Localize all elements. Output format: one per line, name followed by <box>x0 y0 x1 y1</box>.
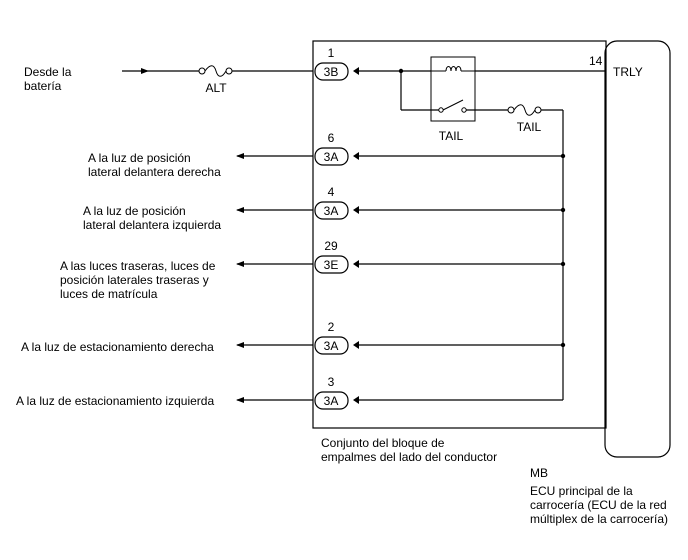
connector-code: 3A <box>324 204 339 218</box>
connector-3a <box>314 336 349 355</box>
junction-dot <box>560 261 566 267</box>
connector-pin: 4 <box>328 185 335 199</box>
output-row <box>236 147 566 166</box>
junction-dot <box>560 342 566 348</box>
output-label-line: A la luz de posición <box>88 151 191 165</box>
connector-3b <box>314 62 359 81</box>
connector-pin: 2 <box>328 320 335 334</box>
fuse-alt-label: ALT <box>205 81 227 95</box>
connector-pin: 1 <box>328 46 335 60</box>
fuse-alt-icon <box>198 65 233 77</box>
connector-code: 3A <box>324 394 339 408</box>
terminal-arrow-icon <box>353 341 359 349</box>
connector-code: 3A <box>324 339 339 353</box>
connector-3a <box>314 147 349 166</box>
terminal-arrow-icon <box>353 396 359 404</box>
connector-3a <box>314 201 349 220</box>
output-label-line: posición laterales traseras y <box>60 273 209 287</box>
relay-frame <box>430 56 476 122</box>
junction-block-label-line1: Conjunto del bloque de <box>321 436 445 450</box>
output-row <box>236 336 566 355</box>
connector-code: 3B <box>324 65 339 79</box>
output-label-line: lateral delantera izquierda <box>83 218 221 232</box>
connector-code: 3E <box>324 258 339 272</box>
connector-3e <box>314 255 349 274</box>
output-label-line: A la luz de posición <box>83 204 186 218</box>
output-row <box>236 391 563 410</box>
terminal-arrow-icon <box>353 206 359 214</box>
output-row <box>236 201 566 220</box>
junction-dot <box>560 153 566 159</box>
ecu-code: MB <box>530 466 548 480</box>
relay-switch-icon <box>438 99 467 113</box>
ecu-label-line1: ECU principal de la <box>530 484 633 498</box>
terminal-arrow-icon <box>353 67 359 75</box>
output-row <box>236 255 566 274</box>
source-label-line2: batería <box>24 79 62 93</box>
connector-pin: 3 <box>328 375 335 389</box>
output-label-line: luces de matrícula <box>60 287 158 301</box>
source-label-line1: Desde la <box>24 65 72 79</box>
connector-pin: 6 <box>328 131 335 145</box>
ecu-label-line2: carrocería (ECU de la red <box>530 498 667 512</box>
junction-block-label-line2: empalmes del lado del conductor <box>321 450 497 464</box>
output-label-line: A las luces traseras, luces de <box>60 259 216 273</box>
connector-3a <box>314 391 349 410</box>
relay-coil-icon <box>431 66 475 72</box>
terminal-arrow-icon <box>353 260 359 268</box>
output-label-line: A la luz de estacionamiento izquierda <box>16 394 214 408</box>
junction-dot <box>560 207 566 213</box>
ecu-pin-name: TRLY <box>613 65 643 79</box>
junction-block-frame <box>312 40 607 429</box>
relay-label: TAIL <box>439 129 464 143</box>
connector-code: 3A <box>324 150 339 164</box>
fuse-tail-icon <box>507 104 542 116</box>
output-label-line: lateral delantera derecha <box>88 165 221 179</box>
terminal-arrow-icon <box>353 152 359 160</box>
connector-pin: 29 <box>324 239 338 253</box>
ecu-label-line3: múltiplex de la carrocería) <box>530 512 668 526</box>
output-label-line: A la luz de estacionamiento derecha <box>21 340 214 354</box>
ecu-pin-number: 14 <box>589 54 603 68</box>
ecu-frame <box>604 40 671 458</box>
fuse-tail-label: TAIL <box>517 120 542 134</box>
